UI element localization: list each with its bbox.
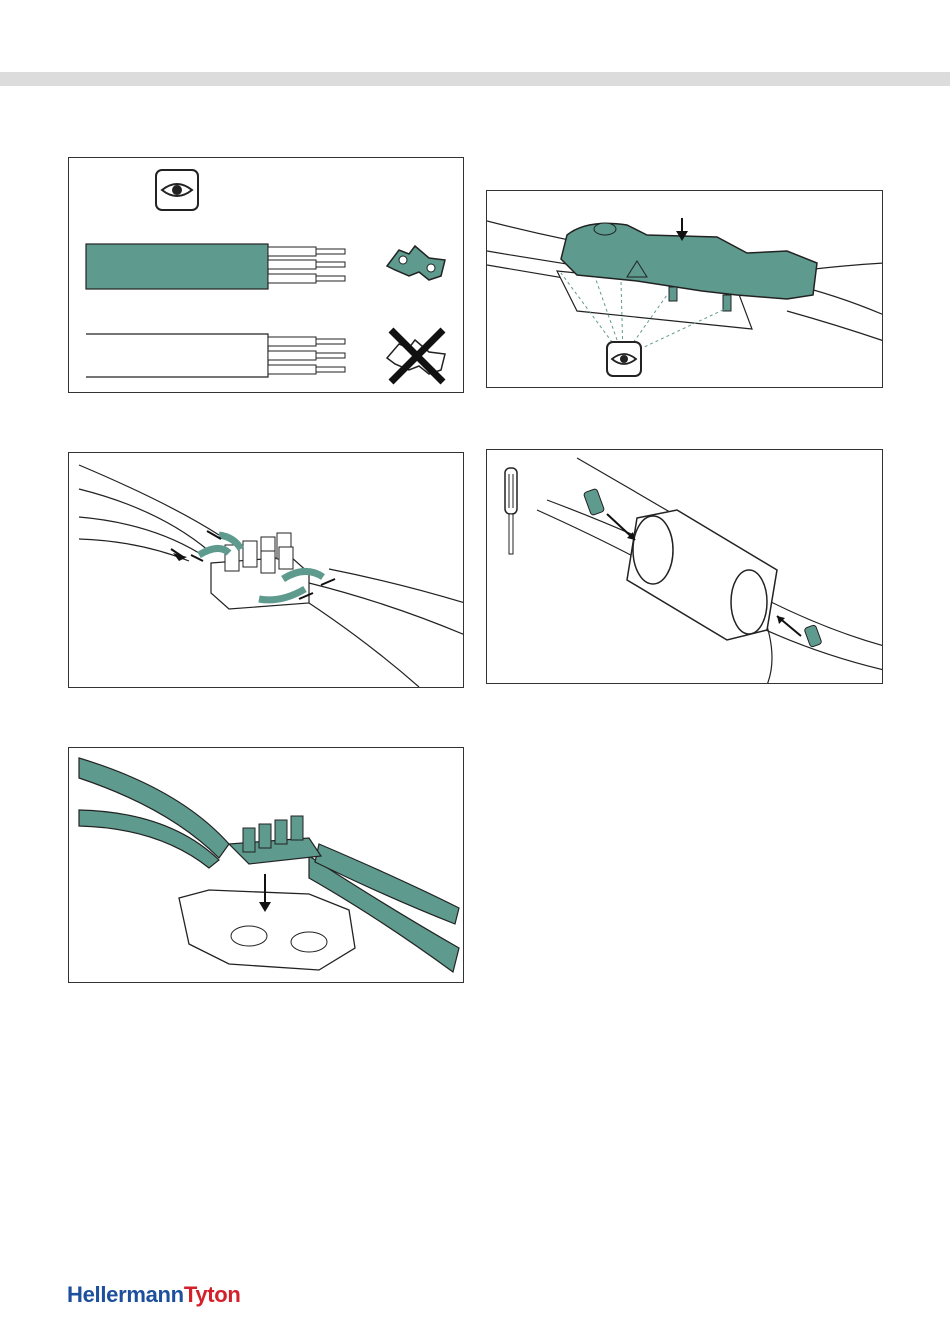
connector-clip-correct bbox=[387, 246, 445, 280]
illustration-screw-fastening bbox=[486, 449, 883, 684]
connector-housing bbox=[627, 510, 777, 640]
header-bar bbox=[0, 72, 950, 86]
logo-part1: Hellermann bbox=[67, 1282, 184, 1307]
illustration-cable-preparation bbox=[68, 157, 464, 393]
eye-icon bbox=[607, 342, 641, 376]
eye-icon bbox=[156, 170, 198, 210]
brand-logo: HellermannTyton bbox=[67, 1282, 241, 1308]
illustration-housing-check bbox=[486, 190, 883, 388]
illustration-insert-into-base bbox=[68, 747, 464, 983]
terminal-block bbox=[229, 816, 321, 864]
illustration-terminal-block bbox=[68, 452, 464, 688]
logo-part2: Tyton bbox=[184, 1282, 241, 1307]
screwdriver-icon bbox=[505, 468, 517, 554]
cable-correct bbox=[86, 244, 345, 289]
cable-incorrect bbox=[86, 334, 345, 377]
